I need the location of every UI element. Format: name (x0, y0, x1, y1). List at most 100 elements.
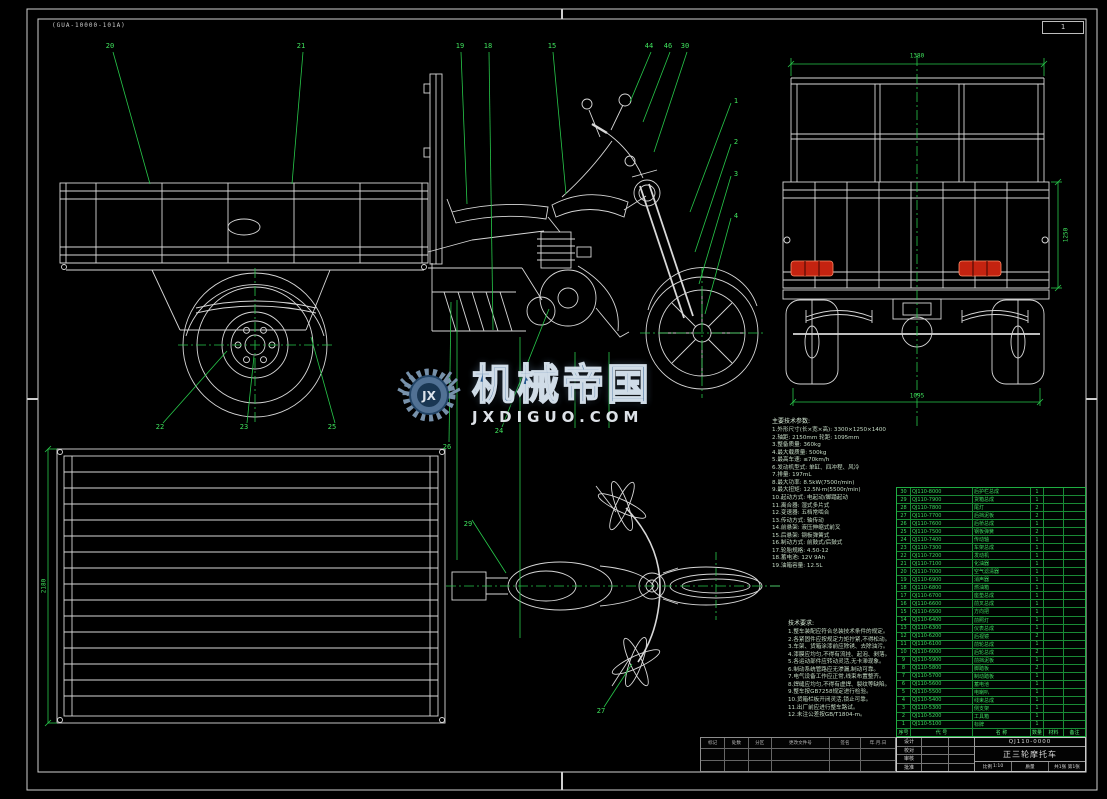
sheet-corner-badge: 1 (1042, 21, 1084, 34)
callout-3: 3 (733, 170, 739, 178)
taillight-dividers (804, 261, 988, 276)
callout-23: 23 (239, 423, 249, 431)
note-line: 9.整车按GB7258规定进行检验。 (788, 689, 872, 696)
note-line: 3.车架、货箱涂漆前应除锈、去除油污。 (788, 644, 889, 651)
revision-strip-labels: 标记处数分区更改文件号签名年.月.日 (701, 738, 895, 749)
sign-row-校对: 校对 (897, 745, 974, 754)
sheet-code: (GUA-10000-101A) (52, 22, 126, 29)
note-line: 5.最高车速: ≤70km/h (772, 457, 830, 464)
note-line: 4.漆膜应均匀,不得有流挂、起泡、剥落。 (788, 651, 891, 658)
title-block-main: QJ110-0000 正三轮摩托车 比例 1:10 质量 共1张 第1张 (975, 738, 1085, 771)
callout-21: 21 (296, 42, 306, 50)
note-line: 10.货箱栏板开闭灵活,锁止可靠。 (788, 697, 872, 704)
rear-view-drawing (782, 77, 1050, 385)
bed-top-view-drawing (56, 448, 446, 724)
note-line: 6.发动机型式: 单缸、四冲程、风冷 (772, 464, 860, 471)
note-line: 8.最大功率: 8.5kW(7500r/min) (772, 479, 855, 486)
scale-value: 1:10 (992, 764, 1004, 769)
scale-cell: 比例 1:10 (975, 762, 1011, 771)
callout-44: 44 (644, 42, 654, 50)
parts-table-header: 序号代 号名 称数量材料备注 (897, 727, 1085, 736)
notes-title: 主要技术参数: (772, 418, 811, 425)
dimension-1380: 1380 (909, 52, 925, 60)
scale-label: 比例 (982, 764, 992, 770)
dimension-1250: 1250 (1062, 227, 1070, 243)
callout-20: 20 (105, 42, 115, 50)
note-line: 14.前悬架: 液压伸缩式前叉 (772, 525, 841, 532)
note-line: 1.整车装配应符合总装技术条件的规定。 (788, 629, 889, 636)
sign-row-设计: 设计 (897, 738, 974, 746)
note-line: 2.轴距: 2150mm 轮距: 1095mm (772, 434, 860, 441)
callout-22: 22 (155, 423, 165, 431)
callout-19: 19 (455, 42, 465, 50)
callout-24: 24 (494, 427, 504, 435)
note-line: 11.离合器: 湿式多片式 (772, 502, 830, 509)
note-line: 19.油箱容量: 12.5L (772, 562, 823, 569)
note-line: 17.轮胎规格: 4.50-12 (772, 547, 829, 554)
green-annotations (44, 51, 1062, 727)
note-line: 10.起动方式: 电起动/脚踏起动 (772, 495, 848, 502)
taillight-right-icon (958, 260, 1002, 277)
note-line: 4.最大载质量: 500kg (772, 449, 827, 456)
revision-strip-empty-row (701, 759, 895, 771)
revision-strip: 标记处数分区更改文件号签名年.月.日 (700, 737, 896, 772)
note-line: 12.变速器: 五档常啮合 (772, 510, 830, 517)
note-line: 18.蓄电池: 12V 9Ah (772, 555, 825, 562)
callout-18: 18 (483, 42, 493, 50)
drawing-title: 正三轮摩托车 (1003, 749, 1057, 759)
callout-1: 1 (733, 97, 739, 105)
note-line: 3.整备质量: 360kg (772, 442, 821, 449)
moto-top-view-drawing (451, 481, 780, 687)
callout-30: 30 (680, 42, 690, 50)
note-line: 7.电气设备工作应正常,线束布置整齐。 (788, 674, 885, 681)
callout-29: 29 (463, 520, 473, 528)
mass-cell: 质量 (1011, 762, 1048, 771)
side-view-drawing (59, 73, 759, 418)
callout-4: 4 (733, 212, 739, 220)
note-line: 13.传动方式: 轴传动 (772, 517, 824, 524)
callout-25: 25 (327, 423, 337, 431)
note-line: 11.出厂前应进行整车路试。 (788, 704, 859, 711)
callout-27: 27 (596, 707, 606, 715)
note-line: 6.制动系统管路应无渗漏,制动可靠。 (788, 666, 880, 673)
sheet-count-cell: 共1张 第1张 (1048, 762, 1085, 771)
note-line: 16.制动方式: 前鼓式/后鼓式 (772, 540, 843, 547)
callout-15: 15 (547, 42, 557, 50)
notes-title: 技术要求: (788, 620, 815, 627)
dimension-2180: 2180 (40, 578, 48, 594)
note-line: 7.排量: 197mL (772, 472, 812, 479)
note-line: 9.最大扭矩: 12.5N·m(5500r/min) (772, 487, 861, 494)
callout-26: 26 (442, 443, 452, 451)
title-block-sign-rows: 设计校对审核批准 (897, 738, 975, 771)
sign-row-审核: 审核 (897, 754, 974, 763)
note-line: 2.各紧固件应按规定力矩拧紧,不得松动。 (788, 636, 891, 643)
dimension-1095: 1095 (909, 392, 925, 400)
note-line: 1.外形尺寸(长×宽×高): 3300×1250×1400 (772, 427, 886, 434)
title-block: 设计校对审核批准 QJ110-0000 正三轮摩托车 比例 1:10 质量 共1… (896, 737, 1086, 772)
tech-requirement-notes: 技术要求: 1.整车装配应符合总装技术条件的规定。2.各紧固件应按规定力矩拧紧,不… (788, 620, 900, 720)
